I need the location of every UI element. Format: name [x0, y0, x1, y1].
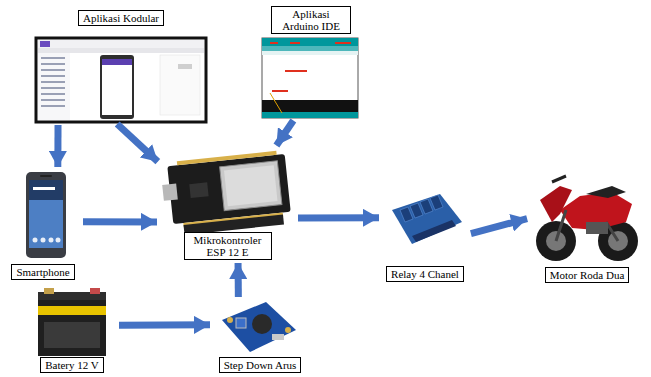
flow-arrow [276, 120, 293, 145]
component-label: Batery 12 V [40, 357, 104, 373]
component-label: Step Down Arus [219, 357, 302, 373]
component-label: Smartphone [11, 264, 74, 280]
flow-arrow [235, 263, 242, 297]
flow-arrow [298, 214, 379, 221]
motorcycle-picture [536, 176, 638, 261]
relay-module [392, 194, 462, 244]
component-node: Motor Roda Dua [530, 163, 644, 283]
component-label: Mikrokontroler ESP 12 E [184, 232, 272, 260]
flow-arrow [471, 219, 527, 234]
flow-arrow [54, 125, 61, 167]
flow-arrow [117, 124, 158, 162]
component-node: Mikrokontroler ESP 12 E [160, 148, 295, 260]
battery-picture [38, 288, 106, 356]
component-node: Smartphone [6, 170, 80, 280]
component-node: Aplikasi Kodular [35, 10, 207, 122]
arduino-ide-screenshot [262, 38, 358, 118]
esp12e-board [160, 151, 291, 237]
kodular-screenshot [36, 38, 206, 122]
component-label: Relay 4 Chanel [386, 266, 464, 282]
component-node: Batery 12 V [28, 286, 116, 373]
component-label: Aplikasi Arduino IDE [271, 6, 351, 34]
component-label: Motor Roda Dua [545, 267, 630, 283]
component-node: Relay 4 Chanel [382, 194, 468, 282]
flow-arrow [119, 321, 210, 328]
component-node: Aplikasi Arduino IDE [262, 6, 360, 118]
component-node: Step Down Arus [213, 300, 307, 373]
component-label: Aplikasi Kodular [78, 10, 164, 26]
smartphone-picture [26, 172, 66, 258]
flow-arrow [83, 218, 157, 225]
step-down-module [222, 302, 296, 352]
